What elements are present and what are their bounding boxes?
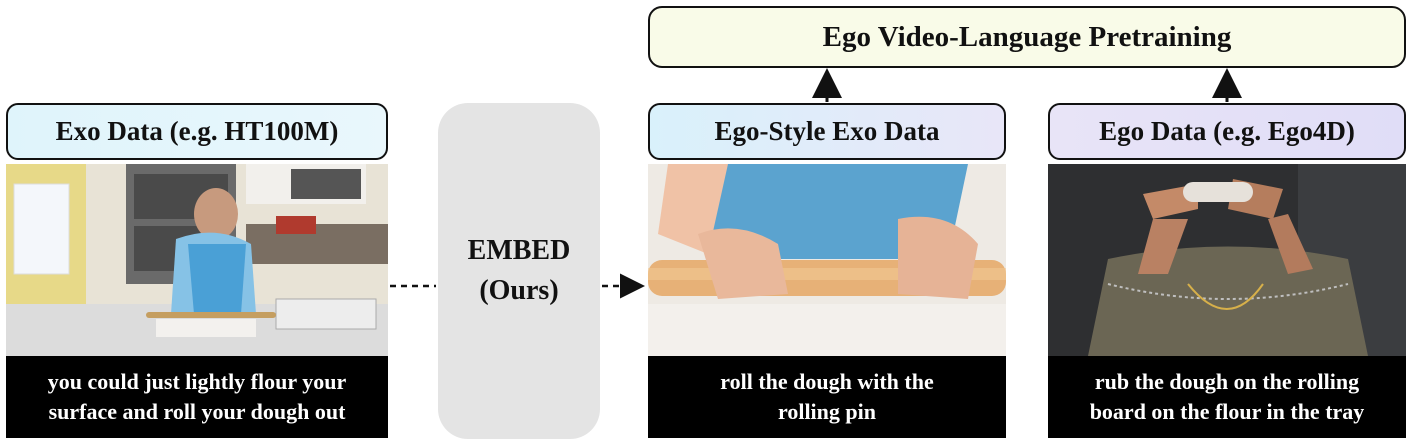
ego-pretraining-box: Ego Video-Language Pretraining: [648, 6, 1406, 68]
ego-style-caption-line-2: rolling pin: [777, 399, 876, 424]
exo-caption: you could just lightly flour your surfac…: [6, 356, 388, 438]
embed-subtitle: (Ours): [479, 275, 559, 306]
ego-style-caption: roll the dough with the rolling pin: [648, 356, 1006, 438]
exo-kitchen-image: [6, 164, 388, 356]
ego-style-caption-line-1: roll the dough with the: [720, 369, 934, 394]
exo-data-label: Exo Data (e.g. HT100M): [6, 103, 388, 160]
ego-caption: rub the dough on the rolling board on th…: [1048, 356, 1406, 438]
ego-caption-line-1: rub the dough on the rolling: [1094, 369, 1360, 394]
exo-caption-line-2: surface and roll your dough out: [48, 399, 346, 424]
ego-style-exo-label: Ego-Style Exo Data: [648, 103, 1006, 160]
ego-caption-line-2: board on the flour in the tray: [1089, 399, 1365, 424]
ego-data-label-text: Ego Data (e.g. Ego4D): [1099, 116, 1355, 146]
ego-data-label: Ego Data (e.g. Ego4D): [1048, 103, 1406, 160]
embed-title: EMBED: [467, 235, 571, 266]
embed-method-box: EMBED (Ours): [438, 103, 600, 439]
ego-style-rolling-image: [648, 164, 1006, 356]
exo-caption-line-1: you could just lightly flour your: [47, 369, 347, 394]
ego-style-exo-label-text: Ego-Style Exo Data: [714, 116, 940, 146]
ego-first-person-image: [1048, 164, 1406, 356]
ego-pretraining-title: Ego Video-Language Pretraining: [822, 20, 1232, 53]
exo-data-label-text: Exo Data (e.g. HT100M): [55, 116, 339, 146]
